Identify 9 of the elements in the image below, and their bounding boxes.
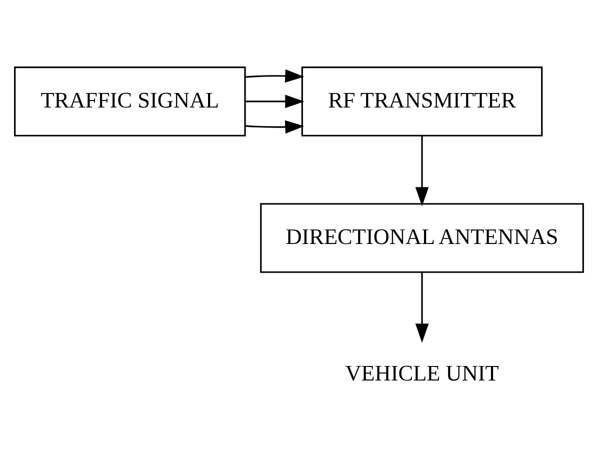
arrow (415, 272, 429, 342)
arrow (415, 136, 429, 206)
node-box: TRAFFIC SIGNAL (14, 66, 246, 136)
arrow (245, 120, 304, 134)
node-box: DIRECTIONAL ANTENNAS (260, 202, 584, 272)
node-box: RF TRANSMITTER (301, 66, 543, 136)
node-text: VEHICLE UNIT (345, 360, 499, 385)
arrow (245, 94, 304, 108)
arrow (245, 68, 304, 82)
